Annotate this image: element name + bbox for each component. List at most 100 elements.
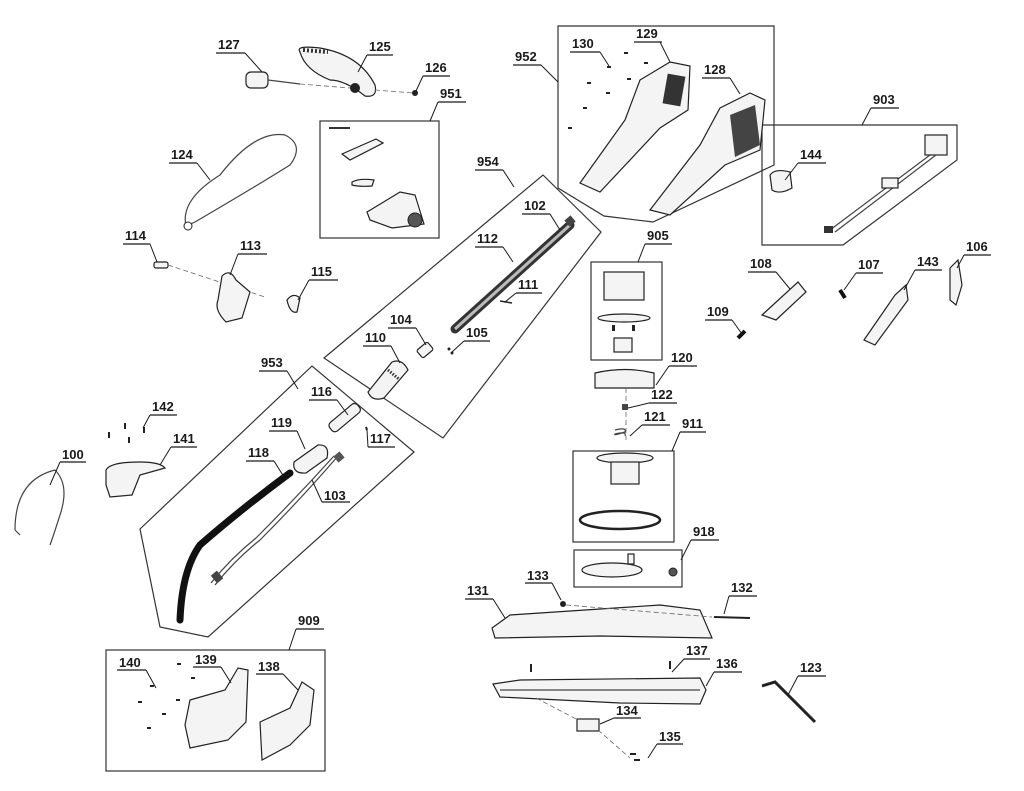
callout-951: 951: [429, 86, 466, 122]
label-108: 108: [750, 256, 772, 271]
label-144: 144: [800, 147, 822, 162]
part-109-spring: [736, 329, 747, 340]
assembly-952-box: [557, 25, 775, 223]
part-144-ferrite: [769, 169, 793, 193]
callout-114: 114: [123, 228, 158, 263]
part-116-sleeve: [328, 402, 361, 433]
part-108-lever: [760, 281, 807, 321]
label-134: 134: [616, 703, 638, 718]
callout-133: 133: [525, 568, 562, 601]
label-111: 111: [518, 277, 538, 292]
part-125-handle: [298, 46, 414, 97]
callout-125: 125: [357, 39, 393, 73]
label-954: 954: [477, 154, 499, 169]
part-115-wing-nut: [286, 294, 301, 313]
callout-100: 100: [49, 447, 86, 486]
callout-144: 144: [784, 147, 826, 181]
part-117-pin: [365, 426, 368, 431]
callout-143: 143: [903, 254, 942, 291]
label-110: 110: [365, 330, 386, 345]
part-113-clamp: [216, 272, 251, 323]
label-121: 121: [644, 409, 666, 424]
label-130: 130: [572, 36, 594, 51]
callout-115: 115: [297, 264, 338, 301]
callout-106: 106: [956, 239, 991, 269]
callout-103: 103: [311, 479, 350, 503]
label-117: 117: [370, 431, 391, 446]
assembly-911-box: [572, 450, 675, 543]
part-138-housing-half: [259, 681, 315, 761]
label-123: 123: [800, 660, 822, 675]
callout-117: 117: [366, 429, 395, 448]
label-114: 114: [125, 228, 147, 243]
label-129: 129: [636, 26, 658, 41]
label-103: 103: [324, 488, 346, 503]
part-135-screws: [630, 753, 640, 761]
label-100: 100: [62, 447, 84, 462]
label-116: 116: [311, 384, 332, 399]
callout-909: 909: [288, 613, 324, 651]
callout-111: 111: [504, 277, 542, 303]
part-122-screw: [622, 404, 628, 410]
assembly-918-box: [573, 549, 683, 588]
callout-138: 138: [256, 659, 299, 691]
callout-113: 113: [229, 238, 267, 276]
part-134-blade-plate: [576, 718, 600, 732]
label-107: 107: [858, 257, 880, 272]
part-120-spool-cover: [594, 368, 655, 389]
callout-126: 126: [415, 60, 450, 92]
part-126-nut: [412, 90, 418, 96]
callout-116: 116: [309, 384, 349, 416]
label-135: 135: [659, 729, 681, 744]
callout-123: 123: [787, 660, 826, 696]
callout-127: 127: [216, 37, 263, 73]
part-118-lower-tube: [176, 469, 294, 624]
part-100-guard-bow: [14, 469, 65, 546]
callout-905: 905: [637, 228, 672, 263]
callout-139: 139: [193, 652, 232, 684]
part-103-wires: [210, 451, 345, 586]
label-142: 142: [152, 399, 174, 414]
callout-131: 131: [465, 583, 506, 619]
callout-112: 112: [475, 231, 514, 263]
label-137: 137: [686, 643, 708, 658]
callout-140: 140: [117, 655, 157, 689]
label-133: 133: [527, 568, 549, 583]
assembly-953-box: [139, 365, 415, 638]
part-107-spring: [838, 288, 847, 300]
part-132-bolt: [713, 616, 751, 619]
part-903-switch-wiring: [824, 134, 948, 233]
label-113: 113: [240, 238, 261, 253]
label-918: 918: [693, 524, 715, 539]
label-911: 911: [682, 416, 703, 431]
part-142-screws: [108, 423, 145, 443]
callout-108: 108: [748, 256, 791, 290]
part-110-coupler: [367, 360, 409, 400]
callout-122: 122: [627, 387, 677, 409]
label-132: 132: [731, 580, 753, 595]
callout-142: 142: [142, 399, 177, 429]
label-903: 903: [873, 92, 895, 107]
label-109: 109: [707, 304, 729, 319]
label-125: 125: [369, 39, 391, 54]
label-138: 138: [258, 659, 280, 674]
label-127: 127: [218, 37, 240, 52]
label-951: 951: [440, 86, 462, 101]
part-128-housing-half: [648, 92, 766, 216]
label-952: 952: [515, 49, 537, 64]
label-953: 953: [261, 355, 283, 370]
callout-109: 109: [705, 304, 743, 335]
label-139: 139: [195, 652, 217, 667]
callout-124: 124: [169, 147, 211, 181]
part-106-trigger: [949, 258, 963, 307]
callout-954: 954: [475, 154, 515, 188]
assembly-905-box: [590, 261, 663, 361]
part-114-screw: [153, 261, 169, 269]
part-141-holder: [105, 461, 167, 498]
label-105: 105: [466, 325, 488, 340]
callout-130: 130: [570, 36, 610, 67]
callout-110: 110: [363, 330, 401, 364]
part-139-housing-half: [184, 667, 249, 749]
part-112-upper-shaft: [450, 215, 576, 334]
